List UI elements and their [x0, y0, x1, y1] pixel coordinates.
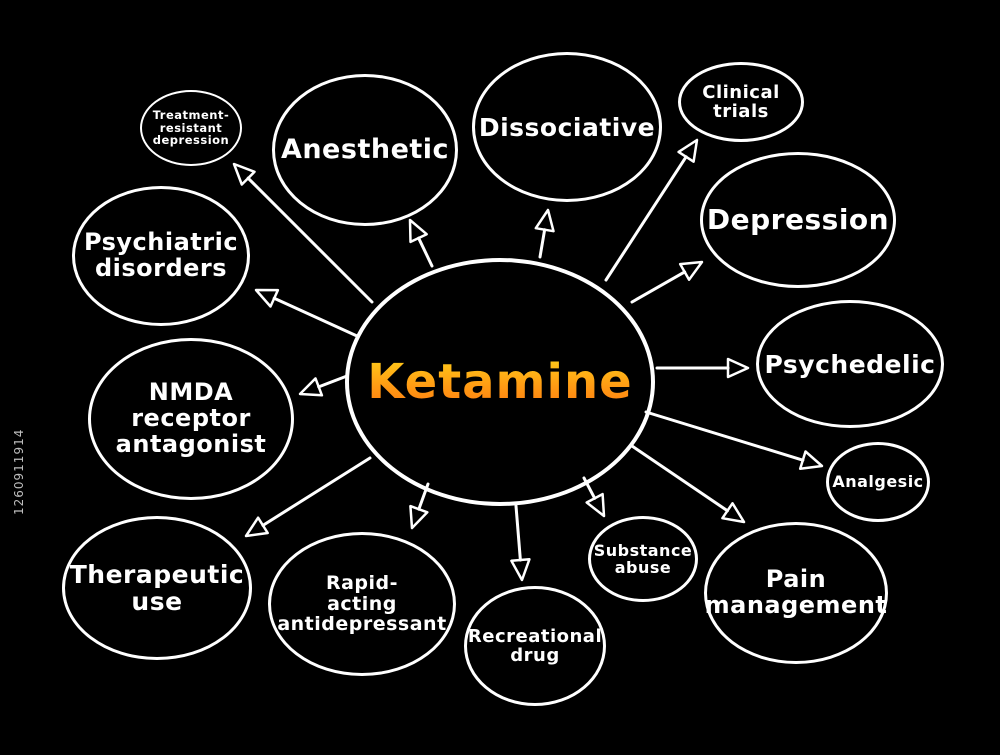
node-psychiatric-disorders: Psychiatric disorders — [72, 186, 250, 326]
arrow-pain-management — [630, 444, 746, 524]
node-recreational-drug: Recreational drug — [464, 586, 606, 706]
node-treatment-resistant-depression: Treatment- resistant depression — [140, 90, 242, 166]
node-rapid-acting-antidepressant: Rapid- acting antidepressant — [268, 532, 456, 676]
arrow-dissociative — [534, 208, 555, 259]
arrow-nmda-receptor-antagonist — [298, 374, 349, 397]
arrow-psychiatric-disorders — [254, 288, 359, 338]
center-node: Ketamine — [345, 258, 655, 506]
arrow-therapeutic-use — [244, 456, 372, 538]
node-dissociative: Dissociative — [472, 52, 662, 202]
node-nmda-receptor-antagonist: NMDA receptor antagonist — [88, 338, 294, 500]
arrow-depression — [630, 260, 704, 304]
node-pain-management: Pain management — [704, 522, 888, 664]
node-anesthetic: Anesthetic — [272, 74, 458, 226]
node-therapeutic-use: Therapeutic use — [62, 516, 252, 660]
arrow-psychedelic — [655, 357, 750, 379]
node-substance-abuse: Substance abuse — [588, 516, 698, 602]
node-analgesic: Analgesic — [826, 442, 930, 522]
arrow-anesthetic — [408, 218, 434, 268]
node-depression: Depression — [700, 152, 896, 288]
node-psychedelic: Psychedelic — [756, 300, 944, 428]
arrow-analgesic — [644, 410, 824, 470]
node-clinical-trials: Clinical trials — [678, 62, 804, 142]
center-label: Ketamine — [367, 354, 633, 410]
arrow-clinical-trials — [604, 138, 699, 282]
arrow-recreational-drug — [510, 504, 531, 582]
arrow-treatment-resistant-depression — [232, 162, 374, 304]
watermark-id: 1260911914 — [12, 428, 26, 515]
